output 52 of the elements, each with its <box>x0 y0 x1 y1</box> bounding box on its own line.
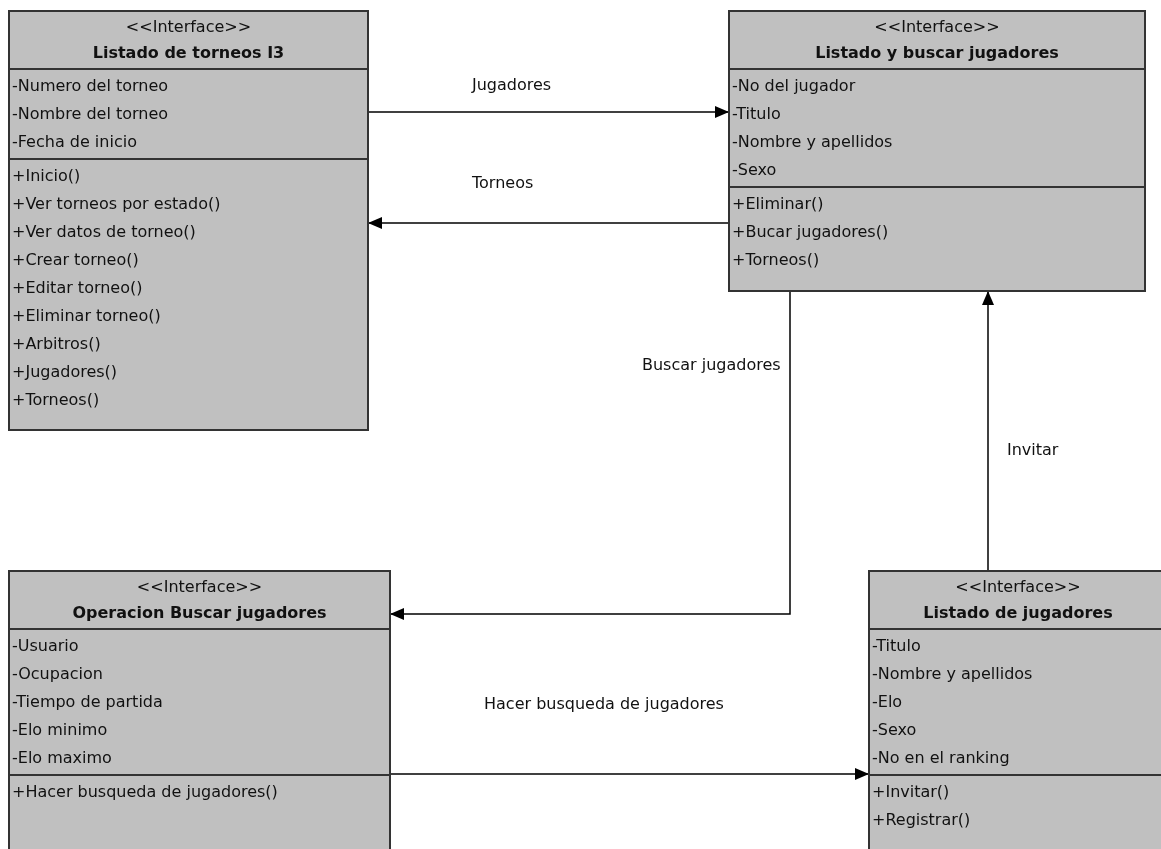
attribute-text: -Nombre y apellidos <box>872 663 1034 685</box>
association-arrow <box>390 291 791 620</box>
method-text: +Hacer busqueda de jugadores() <box>12 781 279 803</box>
attribute-text: -Tiempo de partida <box>12 691 164 713</box>
method-text: +Eliminar() <box>732 193 825 215</box>
class-name: Listado de jugadores <box>922 602 1114 624</box>
attribute-text: -No en el ranking <box>872 747 1011 769</box>
association-arrow <box>368 217 729 229</box>
attribute-text: -Nombre del torneo <box>12 103 170 125</box>
attribute-text: -Elo maximo <box>12 747 113 769</box>
attribute-text: -Nombre y apellidos <box>732 131 894 153</box>
method-text: +Bucar jugadores() <box>732 221 890 243</box>
method-text: +Ver datos de torneo() <box>12 221 197 243</box>
method-text: +Registrar() <box>872 809 972 831</box>
method-text: +Crear torneo() <box>12 249 140 271</box>
association-arrow <box>368 106 729 118</box>
method-text: +Editar torneo() <box>12 277 144 299</box>
attribute-text: -Elo <box>872 691 904 713</box>
stereotype-label: <<Interface>> <box>954 576 1082 598</box>
method-text: +Jugadores() <box>12 361 119 383</box>
class-box <box>728 10 1146 292</box>
method-text: +Invitar() <box>872 781 951 803</box>
class-box <box>868 570 1161 849</box>
attribute-text: -Fecha de inicio <box>12 131 138 153</box>
class-name: Listado de torneos I3 <box>91 42 286 64</box>
stereotype-label: <<Interface>> <box>135 576 264 598</box>
method-text: +Ver torneos por estado() <box>12 193 222 215</box>
edge-label: Hacer busqueda de jugadores <box>482 694 726 713</box>
method-text: +Inicio() <box>12 165 82 187</box>
attribute-text: -Titulo <box>732 103 782 125</box>
class-name: Listado y buscar jugadores <box>814 42 1060 64</box>
attribute-text: -Usuario <box>12 635 80 657</box>
class-box <box>8 10 369 431</box>
association-arrow <box>982 291 994 571</box>
attribute-text: -Titulo <box>872 635 922 657</box>
method-text: +Torneos() <box>12 389 101 411</box>
stereotype-label: <<Interface>> <box>124 16 253 38</box>
attribute-text: -Numero del torneo <box>12 75 170 97</box>
edge-label: Buscar jugadores <box>640 355 783 374</box>
attribute-text: -Elo minimo <box>12 719 109 741</box>
attribute-text: -Sexo <box>872 719 918 741</box>
attribute-text: -No del jugador <box>732 75 857 97</box>
method-text: +Torneos() <box>732 249 821 271</box>
edge-label: Jugadores <box>470 75 554 94</box>
method-text: +Arbitros() <box>12 333 102 355</box>
stereotype-label: <<Interface>> <box>873 16 1001 38</box>
attribute-text: -Ocupacion <box>12 663 104 685</box>
class-name: Operacion Buscar jugadores <box>71 602 328 624</box>
class-box <box>8 570 391 849</box>
attribute-text: -Sexo <box>732 159 778 181</box>
association-arrow <box>390 768 869 780</box>
method-text: +Eliminar torneo() <box>12 305 162 327</box>
